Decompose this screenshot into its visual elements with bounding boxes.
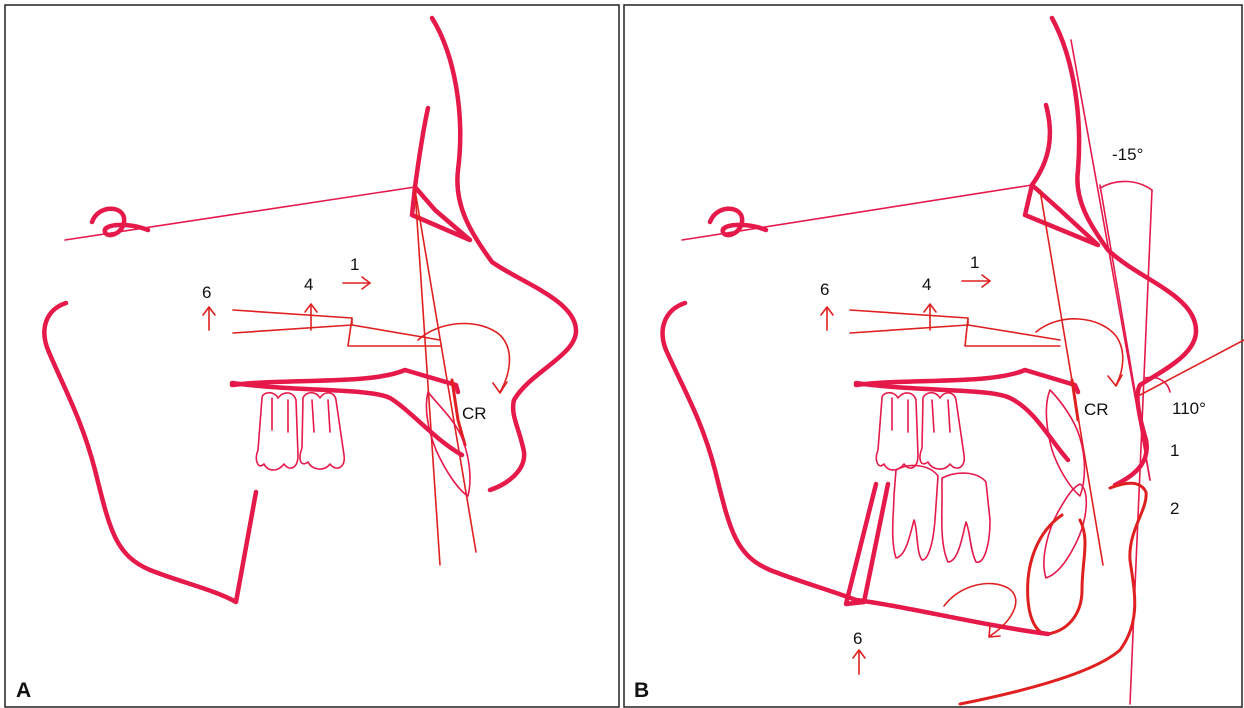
panel-a-label-1: 1 [350,255,359,274]
panel-b-label-1-right: 1 [1170,441,1179,460]
panel-b-letter: B [634,679,649,702]
panel-a-letter: A [16,679,31,702]
panel-a: 6 4 1 CR A [5,5,619,707]
panel-b-frame [624,5,1242,707]
panel-b-label-6-lower: 6 [853,629,862,648]
panel-a-frame [5,5,619,707]
panel-a-label-cr: CR [462,404,487,423]
panel-b-label-1-upper: 1 [970,253,979,272]
panel-b-label-2-right: 2 [1170,499,1179,518]
panel-b-label-6-upper: 6 [820,280,829,299]
panel-a-label-4: 4 [304,275,313,294]
panel-b: 6 4 1 CR -15° 110° 1 2 6 B [624,5,1244,707]
panel-b-angle-right: 110° [1172,399,1206,418]
panel-b-label-cr: CR [1084,400,1109,419]
panel-b-angle-top: -15° [1112,145,1143,164]
panel-a-label-6: 6 [202,283,211,302]
panel-b-label-4: 4 [922,275,931,294]
